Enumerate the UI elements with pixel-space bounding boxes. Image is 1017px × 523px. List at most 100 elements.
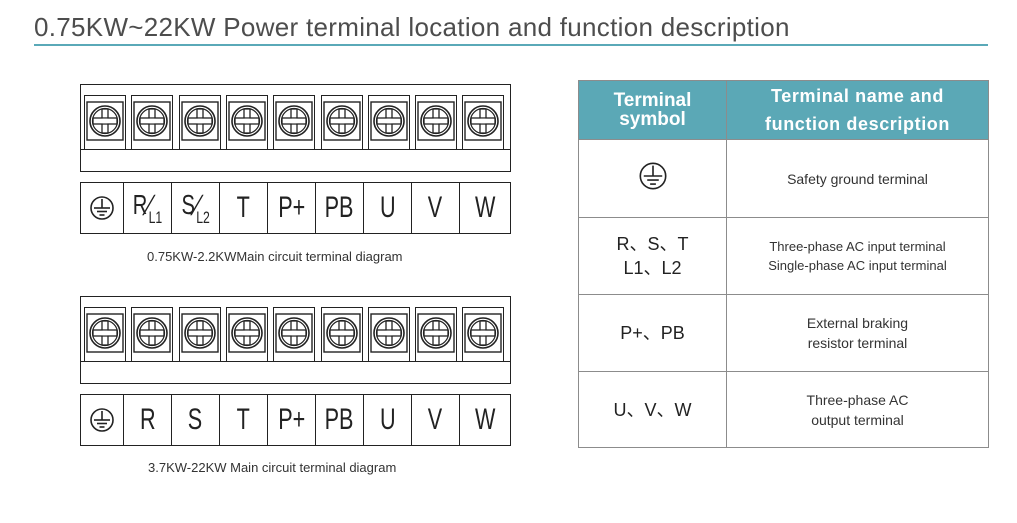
table-row: P+、PB External braking resistor terminal [578, 294, 989, 372]
terminal-screw-icon [133, 101, 171, 141]
symbol-text: L1、L2 [623, 258, 682, 278]
terminal-screw-cell [179, 95, 221, 149]
description-text: Single-phase AC input terminal [768, 258, 947, 273]
terminal-label-ground [81, 183, 124, 233]
terminal-screw-cell [84, 95, 126, 149]
symbol-cell: U、V、W [578, 371, 727, 448]
terminal-label-row: R/L1 S/L2 T P+ PB U V W [80, 182, 511, 234]
terminal-label-row: R S T P+ PB U V W [80, 394, 511, 446]
terminal-description-table: Terminal symbol Terminal name and functi… [578, 80, 989, 448]
terminal-screw-cell [179, 307, 221, 361]
ground-icon [639, 162, 666, 190]
terminal-screw-icon [228, 313, 266, 353]
screw-row-baseline [81, 361, 510, 362]
terminal-screw-icon [86, 101, 124, 141]
description-text: Three-phase AC input terminal [769, 239, 946, 254]
terminal-screw-icon [464, 313, 502, 353]
label-main: S [181, 188, 195, 220]
symbol-text: R、S、T [616, 234, 689, 254]
terminal-screw-icon [181, 313, 219, 353]
table-row: U、V、W Three-phase AC output terminal [578, 371, 989, 448]
terminal-label-v: V [412, 183, 460, 233]
terminal-screw-cell [415, 95, 457, 149]
terminal-screw-cell [226, 95, 268, 149]
terminal-screw-icon [417, 313, 455, 353]
ground-icon [90, 196, 114, 220]
description-text: External braking [806, 315, 909, 331]
terminal-label-r-l1: R/L1 [124, 183, 172, 233]
terminal-screw-cell [462, 95, 504, 149]
description-text: Three-phase AC [806, 391, 909, 408]
terminal-label-s: S [172, 395, 220, 445]
terminal-screw-icon [323, 101, 361, 141]
table-header-row: Terminal symbol Terminal name and functi… [578, 80, 989, 140]
terminal-board-small: R/L1 S/L2 T P+ PB U V W [80, 84, 511, 264]
terminal-screw-icon [86, 313, 124, 353]
description-text: Safety ground terminal [787, 170, 928, 187]
terminal-screw-cell [131, 95, 173, 149]
terminal-label-ground [81, 395, 124, 445]
header-line: Terminal [613, 90, 692, 111]
terminal-screw-icon [370, 101, 408, 141]
label-sub: L1 [148, 207, 163, 227]
terminal-screw-cell [368, 95, 410, 149]
terminal-screw-icon [133, 313, 171, 353]
terminal-screw-cell [321, 307, 363, 361]
terminal-screw-cell [84, 307, 126, 361]
terminal-screw-icon [323, 313, 361, 353]
screw-row [80, 296, 511, 384]
description-cell: Three-phase AC output terminal [726, 371, 989, 448]
terminal-screw-icon [228, 101, 266, 141]
header-line: Terminal name and [771, 86, 944, 106]
terminal-screw-cell [462, 307, 504, 361]
terminal-label-w: W [474, 403, 496, 436]
description-text: resistor terminal [807, 335, 908, 351]
page-title: 0.75KW~22KW Power terminal location and … [34, 12, 790, 42]
description-cell: Safety ground terminal [726, 139, 989, 218]
terminal-label-pb: PB [316, 183, 364, 233]
terminal-label-t: T [220, 183, 268, 233]
terminal-screw-cell [273, 307, 315, 361]
label-sub: L2 [196, 207, 210, 227]
ground-icon [90, 408, 114, 432]
description-cell: External braking resistor terminal [726, 294, 989, 372]
terminal-screw-icon [275, 101, 313, 141]
terminal-screw-icon [464, 101, 502, 141]
terminal-screw-cell [131, 307, 173, 361]
header-function-description: Terminal name and function description [726, 80, 989, 140]
label-main: R [132, 188, 148, 220]
terminal-label-t: T [220, 395, 268, 445]
table-row: Safety ground terminal [578, 139, 989, 218]
terminal-screw-icon [275, 313, 313, 353]
table-row: R、S、T L1、L2 Three-phase AC input termina… [578, 217, 989, 295]
terminal-screw-cell [415, 307, 457, 361]
terminal-screw-cell [368, 307, 410, 361]
terminal-label-r: R [124, 395, 172, 445]
terminal-label-s-l2: S/L2 [172, 183, 220, 233]
terminal-screw-icon [181, 101, 219, 141]
description-text: output terminal [811, 411, 904, 428]
header-line: function description [765, 114, 950, 134]
terminal-screw-cell [321, 95, 363, 149]
terminal-screw-icon [417, 101, 455, 141]
screw-row [80, 84, 511, 172]
header-terminal-symbol: Terminal symbol [578, 80, 727, 140]
header-line: symbol [619, 109, 686, 130]
symbol-text: P+、PB [620, 323, 685, 343]
symbol-text: U、V、W [613, 399, 692, 420]
terminal-screw-icon [370, 313, 408, 353]
symbol-cell [578, 139, 727, 218]
description-cell: Three-phase AC input terminal Single-pha… [726, 217, 989, 295]
terminal-label-u: U [364, 183, 412, 233]
terminal-screw-cell [226, 307, 268, 361]
terminal-screw-cell [273, 95, 315, 149]
title-underline [34, 44, 988, 46]
diagram-caption-small: 0.75KW-2.2KWMain circuit terminal diagra… [147, 249, 403, 264]
diagram-caption-large: 3.7KW-22KW Main circuit terminal diagram [148, 460, 397, 475]
screw-row-baseline [81, 149, 510, 150]
terminal-label-p-plus: P+ [268, 183, 316, 233]
terminal-label-pb: PB [316, 395, 364, 445]
terminal-board-large: R S T P+ PB U V W [80, 296, 511, 446]
symbol-cell: P+、PB [578, 294, 727, 372]
terminal-label-w: W [474, 191, 496, 224]
